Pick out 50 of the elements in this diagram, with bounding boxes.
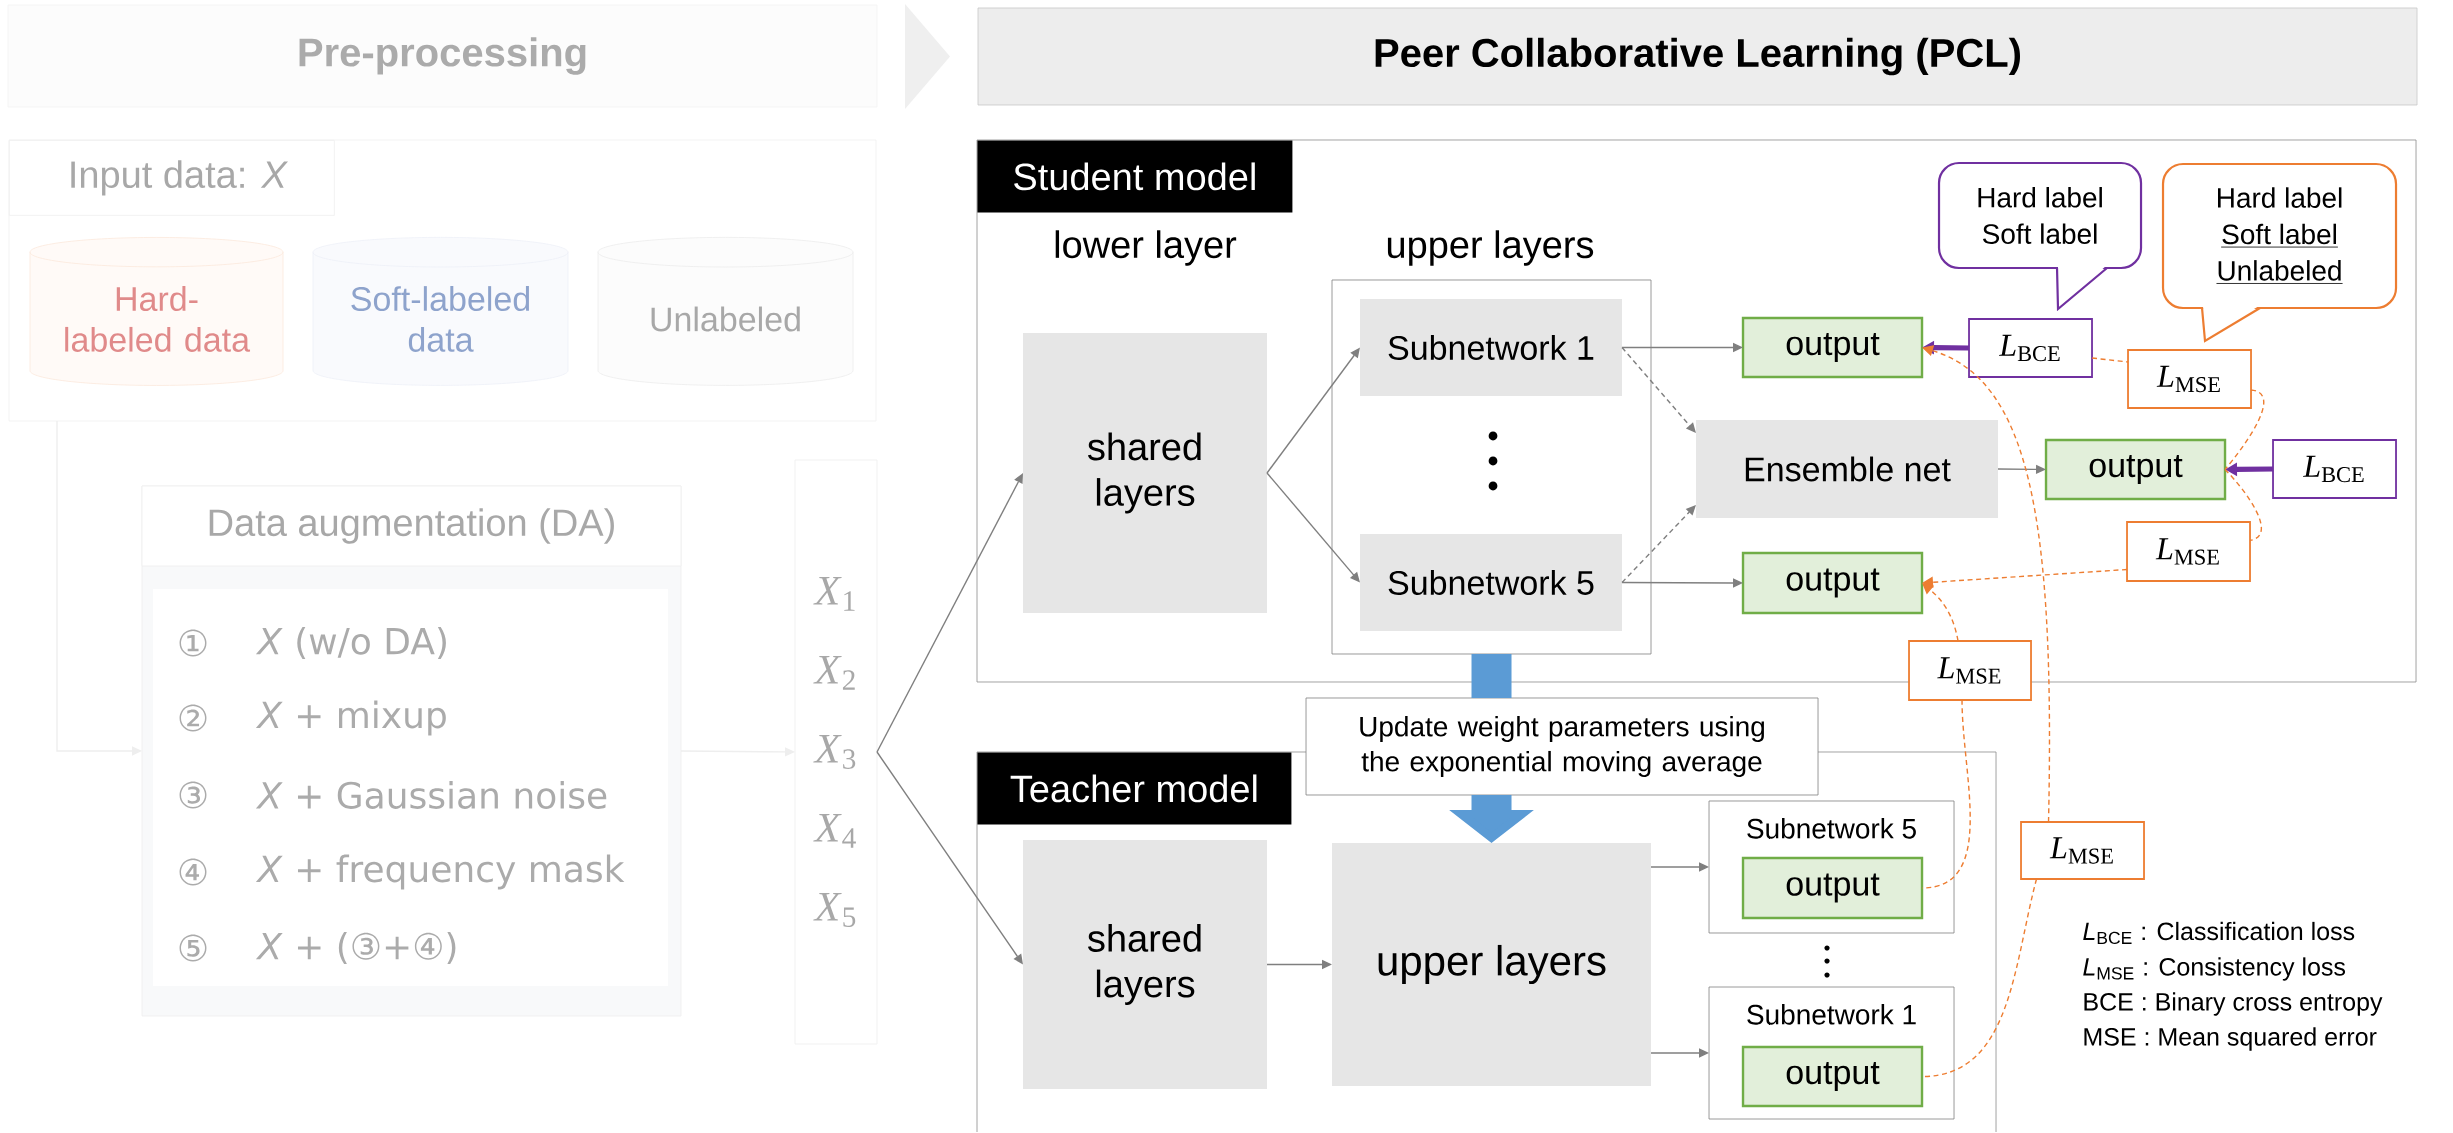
item-text: X + Gaussian noise: [255, 781, 607, 809]
layer-box: shared layers: [1023, 333, 1267, 613]
speech-bubble: Hard label Soft label Unlabeled: [2161, 162, 2398, 343]
output-box: output: [1741, 551, 1924, 615]
item-number: ⑤: [179, 934, 207, 962]
glossary-entry: L$_{MSE}$ : Consistency loss: [2083, 957, 2346, 981]
connector-line: [2224, 389, 2265, 471]
layer-box: Subnetwork 1: [1360, 299, 1622, 396]
database-cylinder: Hard-labeled data: [29, 237, 284, 386]
title-banner: Pre-processing: [7, 4, 878, 108]
group-box: [1331, 279, 1652, 655]
arrow: [1621, 346, 1696, 433]
input-column: X$_{1}$ X$_{2}$ X$_{3}$ X$_{4}$ X$_{5}$: [794, 459, 878, 1045]
layer-box: Subnetwork 5: [1360, 534, 1622, 631]
glossary-entry: MSE : Mean squared error: [2084, 1027, 2377, 1051]
arrow: [1922, 583, 1959, 642]
layer-box: Ensemble net: [1696, 420, 1998, 518]
database-cylinder: Unlabeled: [597, 237, 854, 386]
output-box: output: [1741, 1045, 1924, 1108]
item-number: ④: [179, 858, 207, 886]
loss-box: L$_{MSE}$: [2126, 521, 2251, 582]
speech-bubble: Hard label Soft label: [1937, 161, 2143, 312]
layer-box: upper layers: [1332, 843, 1651, 1086]
glossary-entry: BCE : Binary cross entropy: [2084, 992, 2383, 1016]
item-number: ②: [179, 704, 207, 732]
item-text: X + frequency mask: [255, 854, 625, 890]
output-box: output: [1741, 316, 1924, 379]
arrow: [1922, 568, 2128, 588]
connector-line: [2091, 357, 2129, 363]
output-box: output: [1741, 856, 1924, 920]
loss-box: L$_{MSE}$: [2020, 821, 2145, 880]
item-text: X (w/o DA): [255, 626, 446, 659]
item-text: X + mixup: [255, 700, 446, 736]
output-box: output: [2044, 438, 2227, 501]
item-number: ③: [179, 781, 207, 809]
item-text: X + (③+④): [255, 931, 456, 964]
item-number: ①: [179, 629, 207, 657]
arrow: [1922, 345, 2051, 823]
glossary-entry: L$_{BCE}$ : Classification loss: [2083, 921, 2355, 945]
loss-box: L$_{BCE}$: [2272, 439, 2397, 499]
note-box: Update weight parameters using the exponential moving average: [1305, 697, 1819, 796]
layer-box: shared layers: [1023, 840, 1267, 1089]
column-heading: lower layer: [1055, 230, 1237, 266]
arrow: [1621, 505, 1696, 584]
title-banner: Peer Collaborative Learning (PCL): [977, 7, 2418, 106]
loss-box: L$_{MSE}$: [1908, 640, 2032, 701]
loss-box: L$_{BCE}$: [1968, 318, 2093, 378]
arrow: [876, 473, 1023, 753]
loss-box: L$_{MSE}$: [2127, 349, 2252, 409]
database-cylinder: Soft-labeled data: [312, 237, 569, 386]
